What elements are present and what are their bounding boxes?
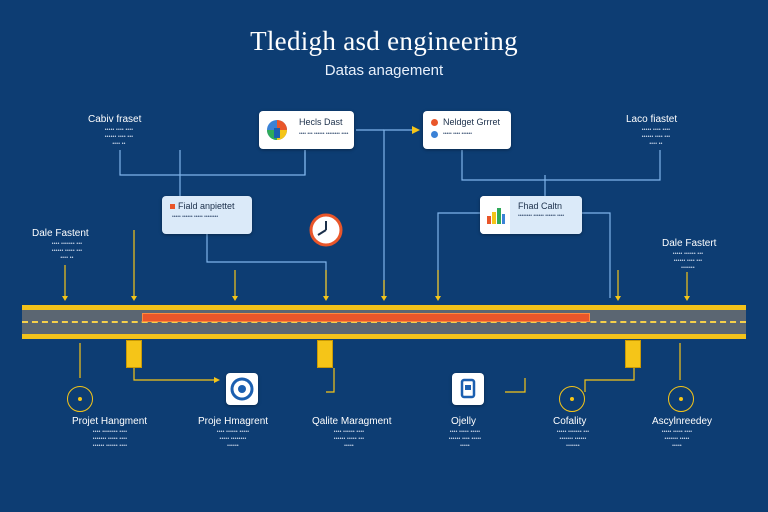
page-subtitle: Datas anagement — [324, 62, 444, 79]
label-ojelly: Ojelly — [451, 416, 477, 427]
card-hecls-dast: Hecls Dast •••• ••• •••••• •••••••• •••• — [259, 111, 354, 149]
road-edge-bottom — [22, 334, 746, 339]
label-cofality-desc: ••••• ••••••• •••••••••• ••••••••••••• — [556, 429, 590, 449]
milestone-icon — [668, 386, 694, 412]
label-laco-desc: ••••• •••• •••••••••• •••• ••••••• •• — [641, 127, 671, 147]
label-projet-hangment: Projet Hangment — [72, 416, 148, 427]
road-edge-top — [22, 305, 746, 310]
road-support-post — [625, 340, 641, 368]
card-fhad-caltn: Fhad Caltn •••••••• •••••• •••••• •••• — [480, 196, 582, 234]
label-laco-fiastet: Laco fiastet — [626, 114, 678, 125]
label-qalite-maragment: Qalite Maragment — [312, 416, 392, 427]
label-dale-fastert: Dale Fastert — [662, 238, 717, 249]
road-lane-marking — [22, 321, 746, 323]
label-dale-fastent-desc: •••• ••••••• ••••••••• ••••• ••••••• •• — [51, 241, 83, 261]
gear-icon-box — [226, 373, 258, 405]
label-qalite-desc: •••• •••••• •••••••••• ••••• •••••••• — [333, 429, 365, 449]
label-cabiv-fraset: Cabiv fraset — [88, 114, 142, 125]
clock-icon — [309, 213, 343, 247]
label-proje-hmagrent: Proje Hmagrent — [198, 416, 269, 427]
road-support-post — [126, 340, 142, 368]
page-title: Tledigh asd engineering — [250, 26, 518, 56]
label-cabiv-desc: ••••• •••• •••••••••• •••• ••••••• •• — [104, 127, 134, 147]
pie-chart-icon — [267, 120, 287, 140]
info-dot-icon — [431, 131, 438, 138]
label-projet-desc: •••• •••••••• ••••••••••• ••••• ••••••••… — [92, 429, 128, 449]
label-proje-desc: •••• •••••• •••••••••• •••••••••••••• — [216, 429, 250, 449]
status-dot-icon — [431, 119, 438, 126]
card-neldget-grrret: Neldget Grrret ••••• •••• •••••• — [423, 111, 511, 149]
marker-icon — [170, 204, 175, 209]
road-highlight-bar — [142, 313, 590, 322]
road-support-post — [317, 340, 333, 368]
document-icon — [460, 378, 476, 399]
label-ascylnreedey: Ascylnreedey — [652, 416, 713, 427]
label-dale-fastent: Dale Fastent — [32, 228, 89, 239]
milestone-icon — [559, 386, 585, 412]
label-ojelly-desc: •••• ••••• ••••••••••• •••• •••••••••• — [448, 429, 482, 449]
label-cofality: Cofality — [553, 416, 587, 427]
bar-chart-icon — [487, 208, 505, 224]
label-ascylnreedey-desc: ••••• ••••• ••••••••••• •••••••••• — [661, 429, 693, 449]
document-icon-box — [452, 373, 484, 405]
card-fiald-anpiettet: Fiald anpiettet ••••• •••••• ••••• •••••… — [162, 196, 252, 234]
milestone-icon — [67, 386, 93, 412]
gear-icon — [230, 377, 254, 401]
label-dale-fastert-desc: ••••• •••••• ••••••••• •••• •••••••••• — [672, 251, 704, 271]
